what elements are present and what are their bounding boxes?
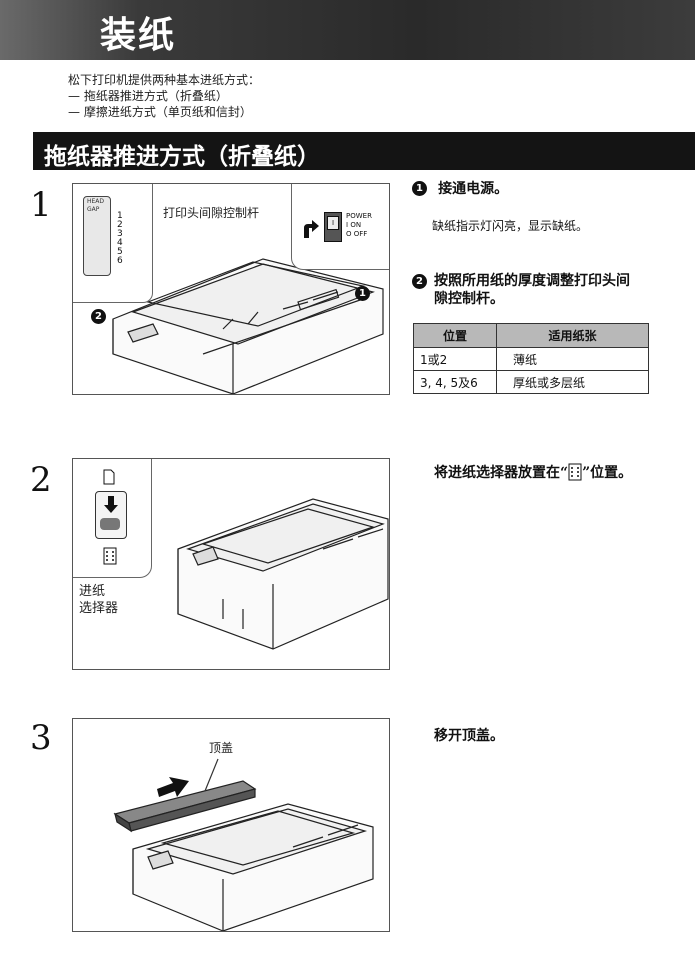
step-2-instruction-after: ”位置。 xyxy=(582,465,633,481)
on-mark: I xyxy=(346,221,349,229)
head-gap-lever xyxy=(83,196,111,276)
arrow-down-icon xyxy=(104,496,118,513)
table-cell: 3, 4, 5及6 xyxy=(413,370,497,394)
table-header-position: 位置 xyxy=(413,323,497,348)
instruction-1-detail: 缺纸指示灯闪亮，显示缺纸。 xyxy=(432,219,589,233)
fanfold-paper-icon xyxy=(103,547,117,565)
off-label: OFF xyxy=(353,230,368,238)
head-gap-lever-inset: HEAD GAP 1 2 3 4 5 6 xyxy=(73,184,153,303)
power-switch-inset: I POWER I ON O OFF xyxy=(291,184,389,270)
step-1-instruction-1: 1 接通电源。 xyxy=(412,178,508,198)
lever-scale: 1 2 3 4 5 6 xyxy=(117,212,123,266)
intro-line-1: 松下打印机提供两种基本进纸方式： xyxy=(68,73,261,87)
table-cell: 厚纸或多层纸 xyxy=(496,370,649,394)
arrow-up-icon xyxy=(304,220,319,238)
step-2-figure: 进纸 选择器 xyxy=(72,458,390,670)
printer-illustration-2 xyxy=(177,498,389,650)
intro-line-2: — 拖纸器推进方式（折叠纸） xyxy=(68,89,228,103)
power-switch: I xyxy=(324,212,342,242)
section-bar xyxy=(33,132,695,170)
power-labels: POWER I ON O OFF xyxy=(346,212,372,239)
head-gap-table: 位置 适用纸张 1或2 薄纸 3, 4, 5及6 厚纸或多层纸 xyxy=(413,323,649,394)
selector-knob xyxy=(100,518,120,530)
table-row: 1或2 薄纸 xyxy=(413,347,649,371)
lever-scale-1: 1 xyxy=(117,211,123,221)
power-label: POWER xyxy=(346,212,372,220)
arrow-up-left-icon xyxy=(157,777,189,797)
lever-scale-5: 5 xyxy=(117,247,123,257)
selector-label-line1: 进纸 xyxy=(79,584,106,599)
printer-illustration-3 xyxy=(113,758,374,931)
lever-scale-4: 4 xyxy=(117,238,123,248)
callout-1-marker: 1 xyxy=(355,286,370,301)
table-header-paper: 适用纸张 xyxy=(496,323,649,348)
lever-scale-2: 2 xyxy=(117,220,123,230)
head-gap-text: HEAD GAP xyxy=(87,198,105,213)
table-cell: 1或2 xyxy=(413,347,497,371)
callout-1: 1 xyxy=(355,283,370,302)
lever-label: 打印头间隙控制杆 xyxy=(163,206,260,220)
on-label: ON xyxy=(350,221,362,229)
table-row: 3, 4, 5及6 厚纸或多层纸 xyxy=(413,370,649,394)
step-2-instruction-before: 将进纸选择器放置在“ xyxy=(434,465,569,481)
table-header-row: 位置 适用纸张 xyxy=(413,323,649,348)
intro-line-3: — 摩擦进纸方式（单页纸和信封） xyxy=(68,105,252,119)
cover-label: 顶盖 xyxy=(209,741,234,755)
lever-scale-6: 6 xyxy=(117,256,123,266)
off-mark: O xyxy=(346,230,352,238)
selector-label-line2: 选择器 xyxy=(79,601,119,616)
instruction-1-text: 接通电源。 xyxy=(438,181,509,197)
page-title: 装纸 xyxy=(100,14,177,56)
step-1-number: 1 xyxy=(30,185,52,225)
selector-label: 进纸 选择器 xyxy=(79,583,118,617)
callout-2: 2 xyxy=(91,306,106,325)
table-cell: 薄纸 xyxy=(496,347,649,371)
step-2-number: 2 xyxy=(30,460,52,500)
step-3-number: 3 xyxy=(30,718,52,758)
callout-2-marker: 2 xyxy=(91,309,106,324)
single-sheet-icon xyxy=(103,469,115,485)
instruction-2-text: 按照所用纸的厚度调整打印头间隙控制杆。 xyxy=(434,273,630,307)
power-switch-rocker: I xyxy=(327,216,339,230)
step-3-figure: 顶盖 xyxy=(72,718,390,932)
fanfold-paper-icon xyxy=(568,463,582,481)
paper-selector-inset xyxy=(73,459,152,578)
lever-scale-3: 3 xyxy=(117,229,123,239)
step-2-instruction: 将进纸选择器放置在“ ”位置。 xyxy=(434,462,632,482)
instruction-1-marker: 1 xyxy=(412,181,427,196)
paper-selector-lever xyxy=(95,491,127,539)
step-1-figure: HEAD GAP 1 2 3 4 5 6 打印头间隙控制杆 I POWER I … xyxy=(72,183,390,395)
step-3-instruction: 移开顶盖。 xyxy=(434,728,504,744)
instruction-2-marker: 2 xyxy=(412,274,427,289)
section-title: 拖纸器推进方式（折叠纸） xyxy=(44,143,320,170)
title-bar xyxy=(0,0,695,60)
step-1-instruction-2: 2 按照所用纸的厚度调整打印头间隙控制杆。 xyxy=(412,272,642,308)
